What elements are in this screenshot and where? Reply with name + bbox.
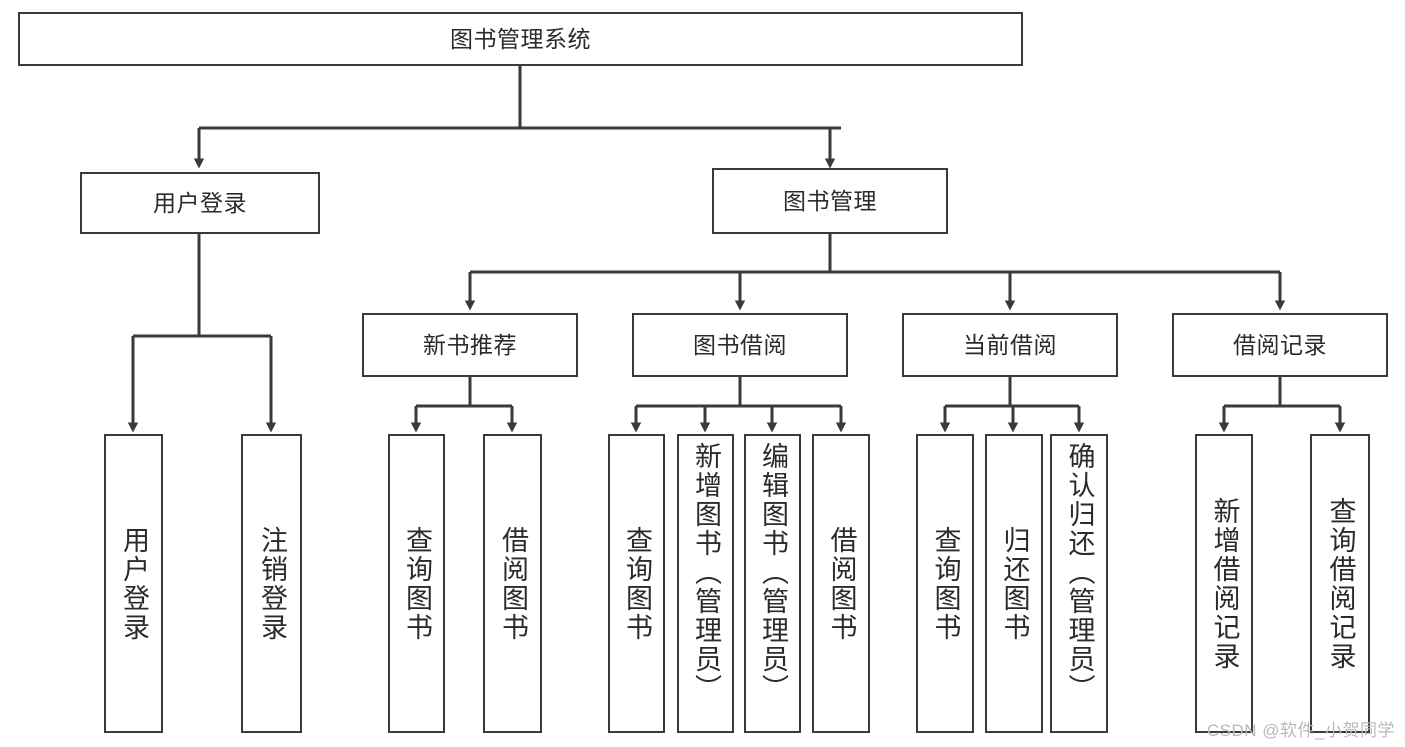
leaf-borrow-edit-book[interactable]: 编辑图书（管理员）: [744, 434, 801, 733]
leaf-current-query-book[interactable]: 查询图书: [916, 434, 974, 733]
node-user-login[interactable]: 用户登录: [80, 172, 320, 234]
leaf-borrow-add-book[interactable]: 新增图书（管理员）: [677, 434, 734, 733]
node-book-borrow[interactable]: 图书借阅: [632, 313, 848, 377]
node-book-management-label: 图书管理: [783, 187, 877, 214]
node-borrow-record[interactable]: 借阅记录: [1172, 313, 1388, 377]
leaf-label: 新增图书（管理员）: [691, 442, 721, 703]
leaf-label: 确认归还（管理员）: [1064, 442, 1095, 703]
leaf-user-login-login[interactable]: 用户登录: [104, 434, 163, 733]
leaf-label: 借阅图书: [498, 525, 528, 642]
leaf-record-query[interactable]: 查询借阅记录: [1310, 434, 1370, 733]
watermark: CSDN @软件_小贺同学: [1206, 721, 1395, 740]
leaf-new-book-query[interactable]: 查询图书: [388, 434, 445, 733]
leaf-label: 归还图书: [999, 525, 1030, 642]
node-new-book-recommend-label: 新书推荐: [423, 331, 517, 358]
node-current-borrow[interactable]: 当前借阅: [902, 313, 1118, 377]
leaf-label: 查询图书: [930, 525, 961, 642]
leaf-label: 新增借阅记录: [1209, 496, 1240, 671]
node-new-book-recommend[interactable]: 新书推荐: [362, 313, 578, 377]
leaf-label: 查询借阅记录: [1325, 496, 1356, 671]
leaf-label: 查询图书: [622, 525, 652, 642]
leaf-current-return-book[interactable]: 归还图书: [985, 434, 1043, 733]
leaf-label: 用户登录: [119, 525, 149, 642]
leaf-label: 注销登录: [257, 525, 287, 642]
leaf-borrow-query-book[interactable]: 查询图书: [608, 434, 665, 733]
leaf-current-confirm-return[interactable]: 确认归还（管理员）: [1050, 434, 1108, 733]
leaf-label: 查询图书: [402, 525, 432, 642]
leaf-label: 编辑图书（管理员）: [758, 442, 788, 703]
leaf-new-book-borrow[interactable]: 借阅图书: [483, 434, 542, 733]
node-book-borrow-label: 图书借阅: [693, 331, 787, 358]
node-root[interactable]: 图书管理系统: [18, 12, 1023, 66]
node-root-label: 图书管理系统: [450, 25, 591, 52]
node-book-management[interactable]: 图书管理: [712, 168, 948, 234]
node-current-borrow-label: 当前借阅: [963, 331, 1057, 358]
node-borrow-record-label: 借阅记录: [1233, 331, 1327, 358]
leaf-borrow-borrow-book[interactable]: 借阅图书: [812, 434, 870, 733]
leaf-record-add[interactable]: 新增借阅记录: [1195, 434, 1253, 733]
leaf-user-login-logout[interactable]: 注销登录: [241, 434, 302, 733]
leaf-label: 借阅图书: [826, 525, 857, 642]
node-user-login-label: 用户登录: [153, 189, 247, 216]
